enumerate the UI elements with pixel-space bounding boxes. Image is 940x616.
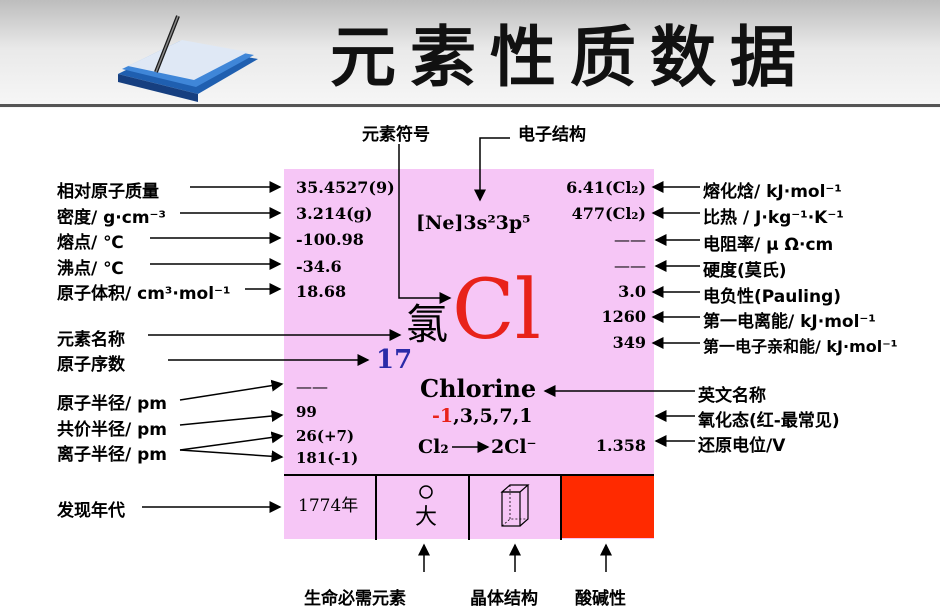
acidity-swatch <box>562 476 654 538</box>
label-electron-config: 电子结构 <box>518 125 586 145</box>
label-first-ionization: 第一电离能/ kJ·mol⁻¹ <box>703 312 876 332</box>
reaction-reactant: Cl₂ <box>418 436 449 458</box>
label-hardness: 硬度(莫氏) <box>703 261 787 281</box>
label-atomic-volume: 原子体积/ cm³·mol⁻¹ <box>57 284 231 304</box>
element-chinese-name: 氯 <box>406 300 449 349</box>
label-reduction-potential: 还原电位/V <box>698 436 786 456</box>
label-acidity: 酸碱性 <box>575 589 626 609</box>
label-essential: 生命必需元素 <box>304 589 406 609</box>
binder-icon <box>108 14 268 104</box>
label-discovery-year: 发现年代 <box>57 501 125 521</box>
value-reduction-potential: 1.358 <box>595 436 646 455</box>
value-first-ionization: 1260 <box>601 307 646 326</box>
label-oxidation-states: 氧化态(红-最常见) <box>698 411 840 431</box>
oxidation-others: ,3,5,7,1 <box>453 405 533 427</box>
value-atomic-radius: —— <box>296 377 328 396</box>
value-atomic-volume: 18.68 <box>296 282 347 301</box>
svg-text:大: 大 <box>415 505 437 530</box>
label-electronegativity: 电负性(Pauling) <box>703 287 842 307</box>
label-resistivity: 电阻率/ μ Ω·cm <box>703 235 834 255</box>
value-melting-point: -100.98 <box>296 230 364 249</box>
label-covalent-radius: 共价半径/ pm <box>57 420 168 440</box>
reaction-product: 2Cl⁻ <box>491 436 537 458</box>
label-crystal-structure: 晶体结构 <box>470 589 538 609</box>
label-heat-of-fusion: 熔化焓/ kJ·mol⁻¹ <box>703 182 842 202</box>
element-symbol: Cl <box>452 263 541 358</box>
value-density: 3.214(g) <box>296 204 373 223</box>
crystal-structure-icon <box>498 482 532 530</box>
value-heat-of-fusion: 6.41(Cl₂) <box>566 178 646 197</box>
label-electron-affinity: 第一电子亲和能/ kJ·mol⁻¹ <box>703 337 898 356</box>
oxidation-common: -1 <box>432 405 454 427</box>
value-electronegativity: 3.0 <box>618 282 646 301</box>
label-english-name: 英文名称 <box>698 386 766 406</box>
value-electron-affinity: 349 <box>612 333 646 352</box>
value-hardness: —— <box>614 256 646 275</box>
label-element-name: 元素名称 <box>57 330 125 350</box>
label-specific-heat: 比热 / J·kg⁻¹·K⁻¹ <box>703 208 844 228</box>
label-ionic-radius: 离子半径/ pm <box>57 445 168 465</box>
card-bottom-row <box>284 474 654 540</box>
cell-divider <box>468 476 470 540</box>
label-symbol: 元素符号 <box>362 125 430 145</box>
value-specific-heat: 477(Cl₂) <box>571 204 646 223</box>
header-divider <box>0 104 940 107</box>
label-atomic-number: 原子序数 <box>57 355 125 375</box>
label-atomic-mass: 相对原子质量 <box>57 182 159 202</box>
label-density: 密度/ g·cm⁻³ <box>57 208 166 228</box>
value-atomic-mass: 35.4527(9) <box>296 178 395 197</box>
element-atomic-number: 17 <box>376 345 413 375</box>
page-title: 元素性质数据 <box>330 19 810 96</box>
label-boiling-point: 沸点/ ℃ <box>57 259 124 279</box>
value-covalent-radius: 99 <box>296 403 317 421</box>
label-melting-point: 熔点/ ℃ <box>57 233 124 253</box>
cell-divider <box>560 476 562 540</box>
value-ionic-radius-2: 181(-1) <box>296 449 359 467</box>
value-boiling-point: -34.6 <box>296 257 342 276</box>
value-electron-config: [Ne]3s²3p⁵ <box>416 212 531 234</box>
label-atomic-radius: 原子半径/ pm <box>57 394 168 414</box>
value-ionic-radius-1: 26(+7) <box>296 427 355 445</box>
value-resistivity: —— <box>614 230 646 249</box>
value-discovery-year: 1774年 <box>298 496 359 516</box>
person-icon: 大 <box>410 484 442 530</box>
oxidation-states: -1,3,5,7,1 <box>432 405 532 427</box>
element-english-name: Chlorine <box>420 374 537 403</box>
cell-divider <box>375 476 377 540</box>
